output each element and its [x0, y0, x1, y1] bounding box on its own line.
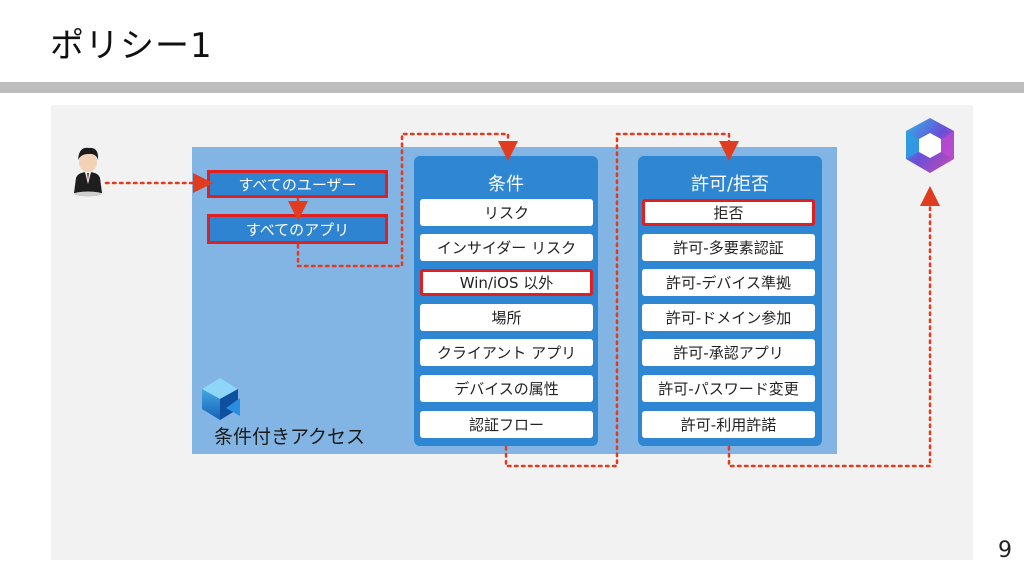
conditional-access-label: 条件付きアクセス [214, 426, 366, 448]
grant-item[interactable]: 許可-デバイス準拠 [642, 269, 815, 296]
grant-item[interactable]: 許可-パスワード変更 [642, 375, 815, 402]
microsoft-365-icon [906, 118, 954, 173]
slide-title: ポリシー1 [50, 26, 213, 66]
connector-grants-to-m365 [727, 186, 940, 468]
grant-item-label: 拒否 [713, 204, 744, 222]
grants-title: 許可/拒否 [690, 174, 770, 195]
grant-item[interactable]: 許可-ドメイン参加 [642, 304, 815, 331]
condition-item[interactable]: インサイダー リスク [420, 234, 593, 261]
grant-item-label: 許可-承認アプリ [673, 344, 784, 362]
person-in-suit-icon [74, 147, 102, 197]
condition-item[interactable]: 場所 [420, 304, 593, 331]
condition-item[interactable]: リスク [420, 199, 593, 226]
condition-item-label: Win/iOS 以外 [459, 274, 554, 292]
condition-item[interactable]: Win/iOS 以外 [420, 269, 593, 296]
title-underline [0, 82, 1024, 93]
grant-item-label: 許可-多要素認証 [673, 239, 784, 257]
grant-item[interactable]: 許可-承認アプリ [642, 339, 815, 366]
grant-item-label: 許可-ドメイン参加 [665, 309, 792, 327]
grant-item-label: 許可-デバイス準拠 [666, 274, 791, 292]
page-number: 9 [998, 538, 1012, 563]
condition-item-label: 場所 [491, 309, 522, 327]
condition-item-label: インサイダー リスク [436, 239, 577, 257]
grant-item-label: 許可-利用許諾 [680, 416, 777, 434]
all-apps-label: すべてのアプリ [245, 220, 350, 239]
condition-item-label: リスク [483, 204, 529, 222]
grant-item[interactable]: 許可-多要素認証 [642, 234, 815, 261]
condition-item[interactable]: デバイスの属性 [420, 375, 593, 402]
grant-item[interactable]: 拒否 [642, 199, 815, 226]
connector-apps-to-conditions [296, 132, 518, 268]
condition-item[interactable]: クライアント アプリ [420, 339, 593, 366]
connector-conditions-to-grants [504, 132, 739, 468]
condition-item[interactable]: 認証フロー [420, 411, 593, 438]
conditional-access-icon [202, 378, 240, 420]
condition-item-label: クライアント アプリ [436, 344, 577, 362]
grant-item-label: 許可-パスワード変更 [658, 380, 799, 398]
condition-item-label: デバイスの属性 [454, 380, 559, 398]
conditions-title: 条件 [488, 174, 524, 195]
grant-item[interactable]: 許可-利用許諾 [642, 411, 815, 438]
condition-item-label: 認証フロー [468, 416, 544, 434]
all-users-label: すべてのユーザー [238, 175, 357, 194]
